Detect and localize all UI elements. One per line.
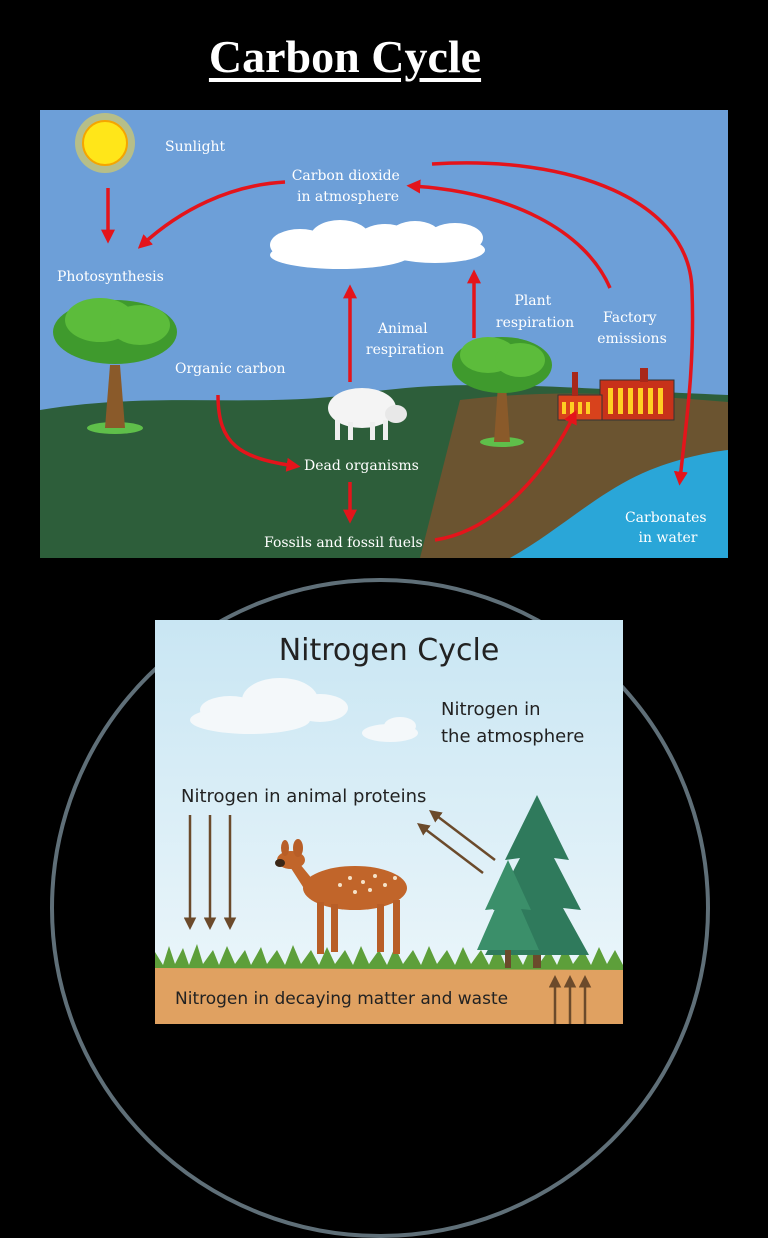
label-organic-carbon: Organic carbon (175, 361, 286, 377)
label-factory-line2: emissions (597, 331, 667, 347)
label-fossils: Fossils and fossil fuels (264, 535, 423, 551)
label-atmosphere-line2: the atmosphere (441, 726, 584, 747)
label-factory-emissions: Factory emissions (597, 310, 667, 347)
label-factory-line1: Factory (603, 310, 657, 326)
arrows-diagonal (417, 809, 496, 874)
carbon-cycle-diagram: Sunlight Carbon dioxide in atmosphere Ph… (40, 110, 728, 558)
tree-icon (53, 298, 177, 434)
arrow-co2-to-photosynthesis (137, 180, 286, 249)
label-animal-line1: Animal (377, 321, 428, 337)
sun-icon (75, 113, 135, 173)
label-animal-proteins: Nitrogen in animal proteins (181, 786, 426, 807)
label-plant-line1: Plant (514, 293, 551, 309)
label-carbonates-line2: in water (639, 530, 698, 546)
water (510, 450, 728, 558)
cycle-arrows (101, 161, 695, 542)
arrow-factory-to-co2 (406, 179, 612, 289)
arrow-co2-to-water (431, 161, 695, 486)
arrows-down (183, 815, 237, 930)
label-co2-line1: Carbon dioxide (292, 168, 400, 184)
deer-icon (275, 839, 407, 954)
soil (155, 965, 623, 1024)
label-carbonates-line1: Carbonates (625, 510, 707, 526)
label-animal-respiration: Animal respiration (366, 321, 444, 358)
label-sunlight: Sunlight (165, 139, 226, 155)
label-co2-line2: in atmosphere (297, 189, 399, 205)
label-carbonates: Carbonates in water (625, 510, 711, 546)
label-animal-line2: respiration (366, 342, 444, 358)
arrow-fossils-to-factory (434, 409, 577, 542)
label-decaying-matter: Nitrogen in decaying matter and waste (175, 989, 508, 1009)
label-dead-organisms: Dead organisms (304, 458, 419, 474)
arrows-up (548, 975, 592, 1024)
label-nitrogen-atmosphere: Nitrogen in the atmosphere (441, 699, 584, 747)
cloud-icon (362, 717, 418, 742)
arrow-organic-to-dead (216, 394, 301, 472)
cloud-icon (190, 678, 348, 734)
label-plant-respiration: Plant respiration (496, 293, 574, 331)
nitrogen-cycle-diagram: Nitrogen Cycle Nitrogen in the atmospher… (155, 620, 623, 1024)
tree-icon (452, 337, 552, 447)
nitrogen-title: Nitrogen Cycle (279, 633, 500, 668)
pine-tree-icon (477, 860, 539, 968)
slide-title: Carbon Cycle (208, 31, 482, 82)
cloud-icon (270, 220, 485, 269)
label-plant-line2: respiration (496, 315, 574, 331)
label-atmosphere-line1: Nitrogen in (441, 699, 541, 720)
label-co2: Carbon dioxide in atmosphere (292, 168, 405, 205)
label-photosynthesis: Photosynthesis (57, 269, 164, 285)
sheep-icon (328, 388, 407, 440)
